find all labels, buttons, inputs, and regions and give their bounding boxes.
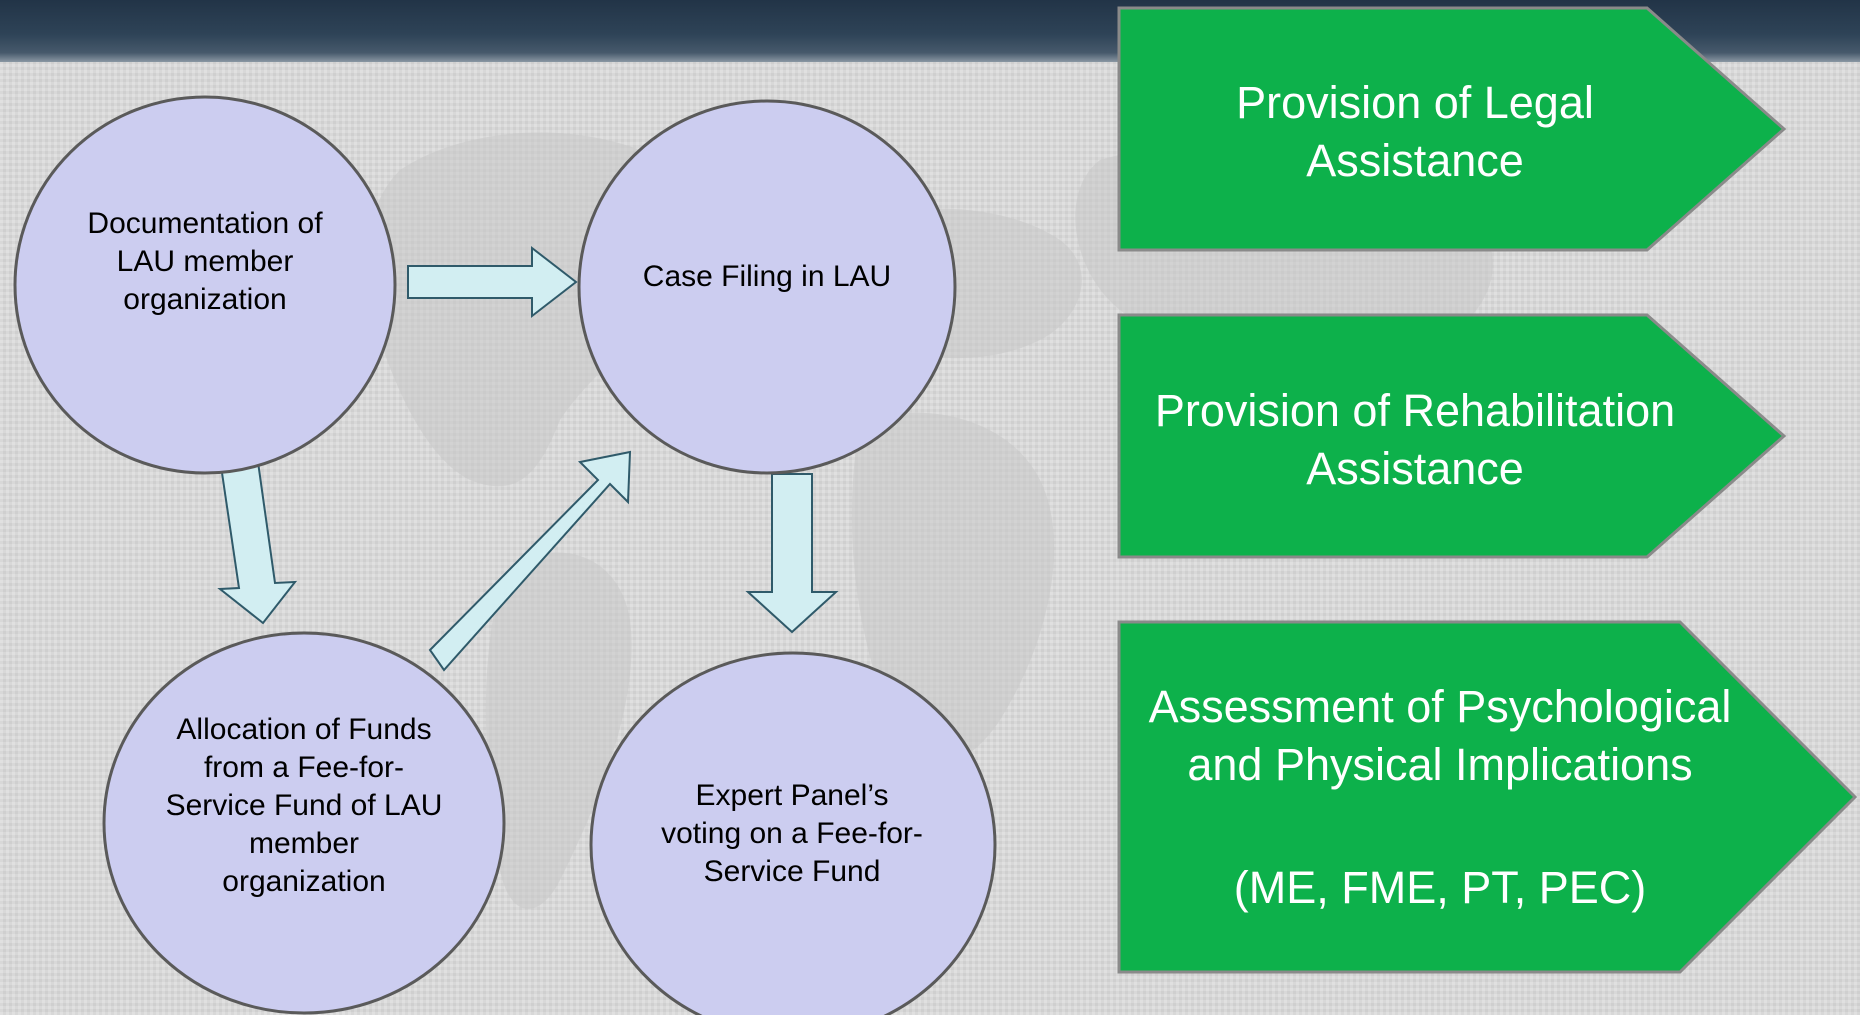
node-allocation-circle <box>102 631 506 1015</box>
arrow-diagonal-up <box>428 450 632 672</box>
node-documentation-circle <box>13 95 397 475</box>
pentagon-assessment <box>1117 620 1858 974</box>
pentagon-rehabilitation <box>1117 313 1787 559</box>
node-case-filing-circle <box>577 99 957 475</box>
pentagon-assessment-codes: (ME, FME, PT, PEC) <box>1233 862 1647 913</box>
arrow-down-right <box>745 473 839 634</box>
arrow-right <box>407 245 578 319</box>
pentagon-assessment-label: Assessment of Psychological and Physical… <box>1148 681 1732 790</box>
arrow-down-left <box>217 460 298 625</box>
pentagon-rehabilitation-label: Provision of Rehabilitation Assistance <box>1154 385 1676 494</box>
pentagon-legal-label: Provision of Legal Assistance <box>1236 77 1594 186</box>
pentagon-legal <box>1117 6 1787 252</box>
node-allocation-label: Allocation of Funds from a Fee-for-Servi… <box>165 713 443 898</box>
node-expert-panel-label: Expert Panel’s voting on a Fee-for-Servi… <box>661 779 923 888</box>
node-documentation-label: Documentation of LAU member organization <box>87 207 323 316</box>
node-case-filing-label: Case Filing in LAU <box>642 260 892 293</box>
node-expert-panel-circle <box>589 651 997 1015</box>
